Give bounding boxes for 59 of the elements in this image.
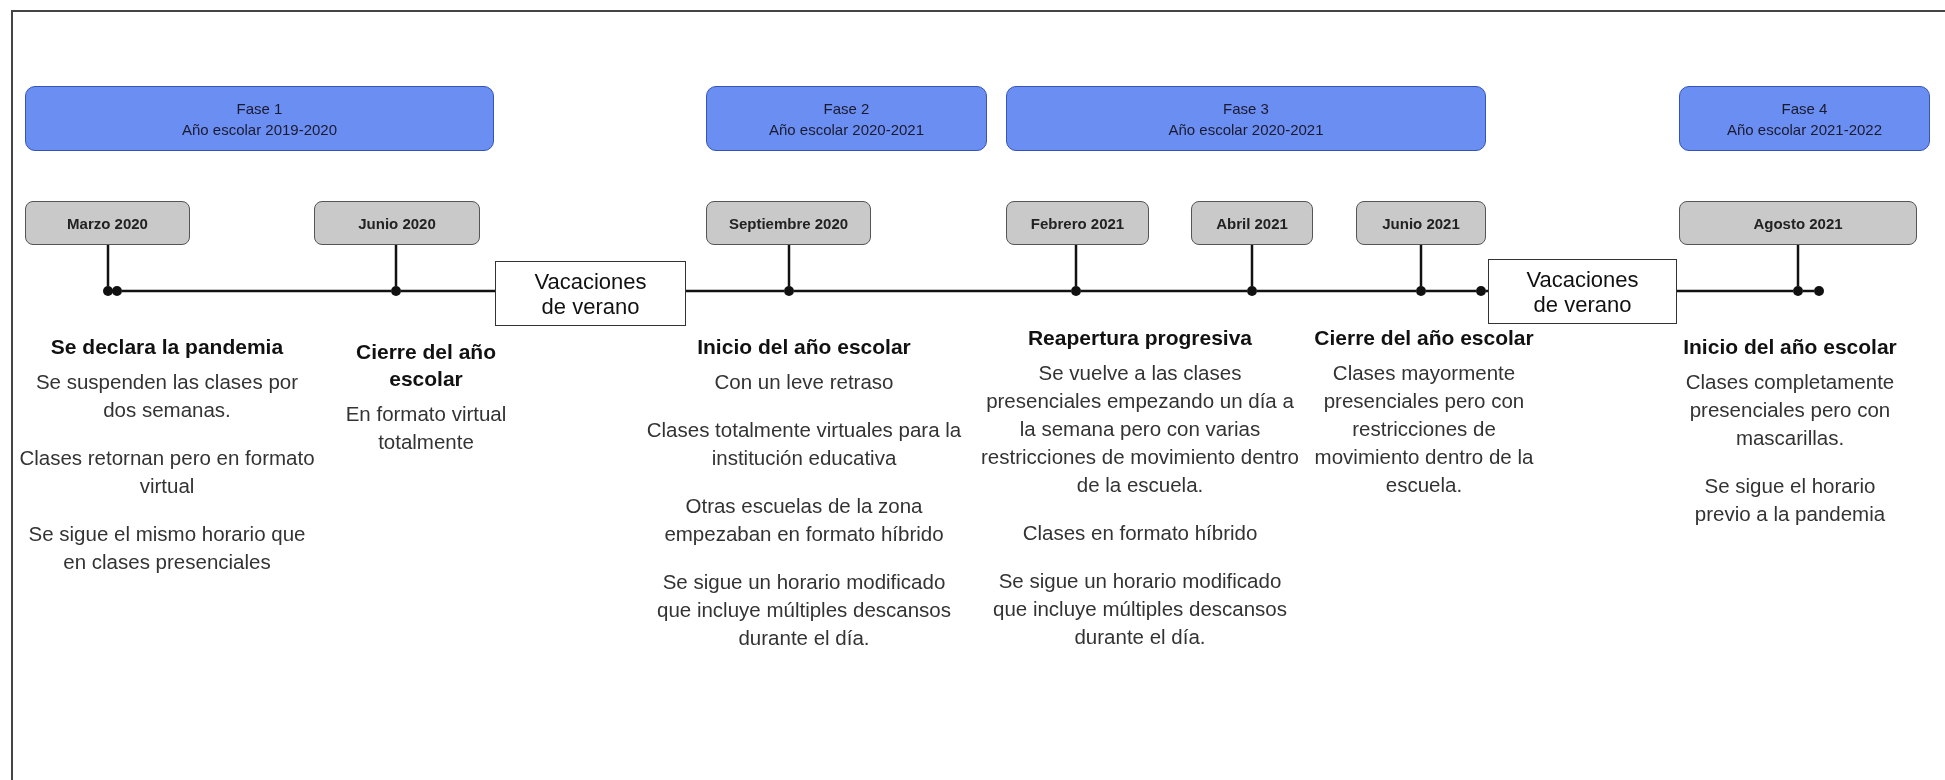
date-box: Marzo 2020 [25,201,190,245]
event-description: Se sigue un horario modificado que incluye múltiples descansos durante el día. [656,569,952,651]
timeline-dot [1476,286,1486,296]
timeline-line [1257,289,1416,293]
connector-line [787,245,791,286]
timeline-line [794,289,1071,293]
connector-line [1250,245,1254,286]
connector-line [394,245,398,286]
timeline-line [401,289,495,293]
date-box: Abril 2021 [1191,201,1313,245]
phase-box: Fase 3 Año escolar 2020-2021 [1006,86,1486,151]
event-heading: Cierre del año escolar [354,339,498,392]
date-box: Junio 2021 [1356,201,1486,245]
timeline-dot [112,286,122,296]
event-description: Se sigue el mismo horario que en clases presenciales [27,521,307,575]
event-heading: Inicio del año escolar [696,334,912,360]
event-description: Se vuelve a las clases presenciales empezando un día a la semana pero con varias restricciones de movimiento dentro de la escuela. [981,360,1299,498]
connector-line [1796,245,1800,286]
event-heading: Se declara la pandemia [49,334,285,360]
date-box: Septiembre 2020 [706,201,871,245]
event-description: Clases en formato híbrido [1021,520,1259,546]
event-heading: Reapertura progresiva [1026,325,1254,351]
event-description: Se sigue el horario previo a la pandemia [1693,473,1887,527]
event-description: Clases mayormente presenciales pero con restricciones de movimiento dentro de la escuela. [1313,360,1535,498]
event-heading: Cierre del año escolar [1313,325,1535,351]
timeline-dot [103,286,113,296]
phase-box: Fase 1 Año escolar 2019-2020 [25,86,494,151]
date-box: Agosto 2021 [1679,201,1917,245]
timeline-line [1677,289,1793,293]
vacation-box: Vacaciones de verano [1488,259,1677,324]
timeline-line [1426,289,1476,293]
event-description: Otras escuelas de la zona empezaban en formato híbrido [663,493,945,547]
timeline-line [1486,289,1488,293]
event-description: Se sigue un horario modificado que incluye múltiples descansos durante el día. [992,568,1288,650]
event-description: Se suspenden las clases por dos semanas. [34,369,300,423]
event-description: Clases completamente presenciales pero con mascarillas. [1684,369,1896,451]
event-description: Clases retornan pero en formato virtual [18,445,316,499]
event-description: Clases totalmente virtuales para la institución educativa [646,417,962,471]
event-heading: Inicio del año escolar [1682,334,1898,360]
timeline-dot [784,286,794,296]
timeline-dot [1071,286,1081,296]
event-description: En formato virtual totalmente [344,401,508,455]
timeline-dot [1814,286,1824,296]
phase-box: Fase 2 Año escolar 2020-2021 [706,86,987,151]
event-description: Con un leve retraso [713,369,895,395]
timeline-dot [1416,286,1426,296]
phase-box: Fase 4 Año escolar 2021-2022 [1679,86,1930,151]
timeline-line [122,289,391,293]
connector-line [106,245,110,286]
date-box: Junio 2020 [314,201,480,245]
connector-line [1074,245,1078,286]
timeline-line [1081,289,1247,293]
timeline-dot [1247,286,1257,296]
timeline-dot [391,286,401,296]
timeline-line [686,289,784,293]
timeline-dot [1793,286,1803,296]
connector-line [1419,245,1423,286]
vacation-box: Vacaciones de verano [495,261,686,326]
date-box: Febrero 2021 [1006,201,1149,245]
